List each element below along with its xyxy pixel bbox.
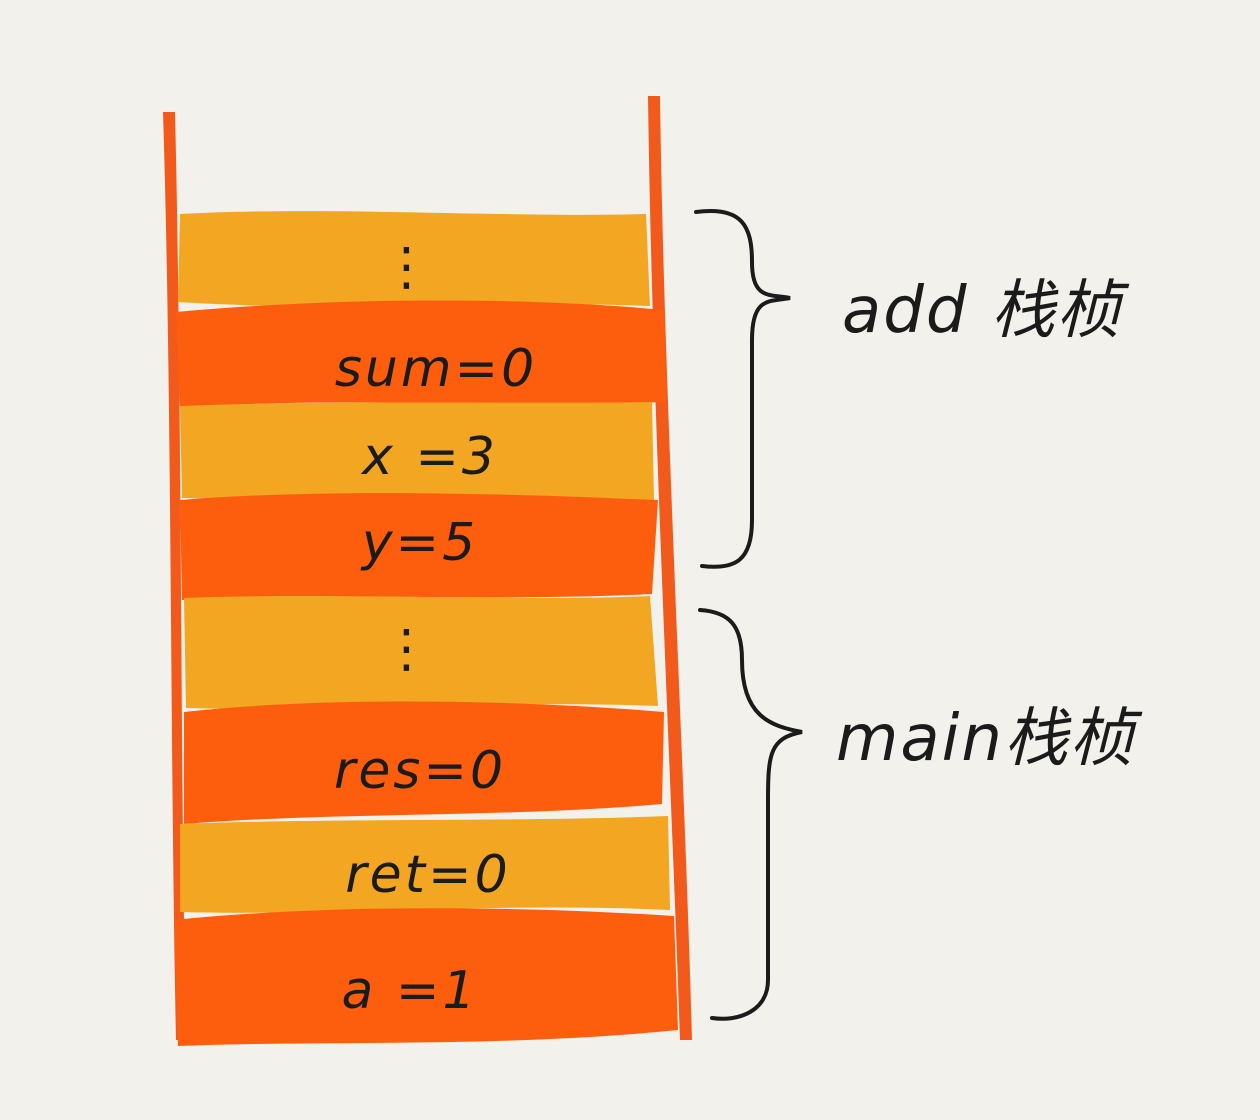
stack-slot: ⋮ — [178, 211, 650, 307]
main-frame-brace — [698, 608, 803, 1021]
slot-band — [180, 493, 658, 600]
slot-label: y=5 — [360, 513, 478, 573]
slot-band — [178, 211, 650, 307]
stack-slot: a =1 — [174, 908, 678, 1046]
stack-slot: x =3 — [180, 402, 654, 500]
stack-left-wall — [163, 112, 186, 1040]
slot-band — [184, 701, 664, 824]
stack-slot: ret=0 — [180, 816, 670, 913]
slot-band — [176, 300, 666, 408]
slot-label: res=0 — [334, 741, 506, 801]
main-frame-label: main栈桢 — [836, 702, 1143, 776]
slot-label: x =3 — [360, 427, 498, 487]
slot-label: ⋮ — [381, 237, 436, 297]
slot-band — [180, 402, 654, 500]
slot-band — [174, 908, 678, 1046]
stack-slot: res=0 — [184, 701, 664, 824]
slot-band — [180, 816, 670, 913]
slot-label: a =1 — [341, 961, 478, 1021]
slot-label: sum=0 — [335, 339, 537, 399]
slot-label: ret=0 — [345, 845, 510, 905]
stack-slot: sum=0 — [176, 300, 666, 408]
add-frame-label: add 栈桢 — [842, 274, 1130, 348]
add-frame-brace — [694, 209, 791, 569]
stack-slot: ⋮ — [184, 596, 658, 709]
slot-band — [184, 596, 658, 709]
slot-label: ⋮ — [381, 619, 436, 679]
stack-slot: y=5 — [180, 493, 658, 600]
